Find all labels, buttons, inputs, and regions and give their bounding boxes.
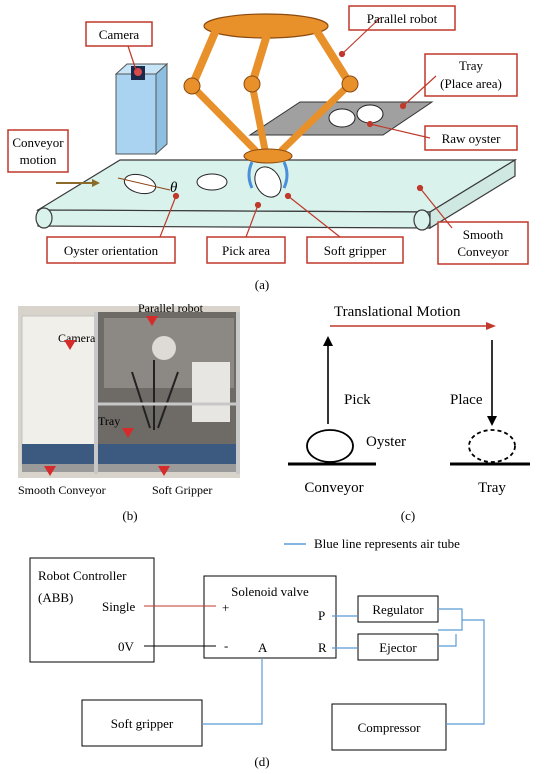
robot-arm bbox=[131, 371, 151, 429]
photo-parallel-robot-label: Parallel robot bbox=[138, 301, 204, 315]
parallel-robot-label-box bbox=[348, 5, 456, 31]
camera-label: Camera bbox=[99, 27, 140, 42]
soft-gripper-label-box bbox=[306, 236, 404, 264]
smooth-conveyor-label-line2: Conveyor bbox=[457, 244, 509, 259]
parallel-robot-graphic bbox=[183, 13, 359, 189]
smooth-conveyor-label-line1: Smooth bbox=[463, 227, 504, 242]
red-arrow-icon bbox=[64, 340, 76, 350]
plus-label: + bbox=[222, 600, 229, 615]
red-arrow-icon bbox=[158, 466, 170, 476]
panel-shape bbox=[192, 362, 230, 422]
arrow-head-icon bbox=[323, 336, 333, 346]
raw-oyster-label: Raw oyster bbox=[442, 131, 502, 146]
place-label: Place bbox=[450, 392, 483, 408]
photo-camera-label: Camera bbox=[58, 331, 96, 345]
smooth-conveyor-label-box bbox=[437, 221, 529, 265]
panel-b: Camera Parallel robot Tray Smooth Convey… bbox=[18, 301, 240, 523]
arrow-head-icon bbox=[92, 179, 100, 187]
robot-base bbox=[152, 336, 176, 360]
photo-smooth-conveyor-label: Smooth Conveyor bbox=[18, 483, 106, 497]
oyster-orientation-label-box bbox=[46, 236, 176, 264]
port-r-label: R bbox=[318, 640, 327, 655]
oyster-shape bbox=[254, 166, 282, 198]
camera-device bbox=[114, 62, 169, 156]
tray-label-line1: Tray bbox=[459, 58, 484, 73]
compressor-label: Compressor bbox=[358, 720, 422, 735]
minus-label: - bbox=[224, 638, 228, 653]
conveyor-photo bbox=[22, 444, 238, 464]
raw-oyster-label-box bbox=[424, 125, 518, 151]
oyster-shape bbox=[356, 104, 384, 124]
oyster-shape bbox=[306, 429, 354, 463]
tray-label-box bbox=[424, 53, 518, 97]
regulator-label: Regulator bbox=[372, 602, 424, 617]
tray-label-line2: (Place area) bbox=[440, 76, 502, 91]
placed-oyster-shape bbox=[468, 429, 516, 463]
legend-label: Blue line represents air tube bbox=[314, 536, 460, 551]
soft-gripper-box bbox=[81, 699, 203, 747]
conveyor-label: Conveyor bbox=[304, 480, 363, 496]
conveyor-frame bbox=[22, 464, 238, 472]
oyster-label: Oyster bbox=[366, 434, 406, 450]
red-arrow-icon bbox=[146, 316, 158, 326]
caption-d: (d) bbox=[254, 754, 269, 769]
camera-label-box bbox=[85, 21, 153, 47]
zero-v-label: 0V bbox=[118, 639, 135, 654]
robot-controller-box bbox=[29, 557, 155, 663]
caption-a: (a) bbox=[255, 277, 269, 292]
photo-tray-label: Tray bbox=[98, 414, 120, 428]
caption-b: (b) bbox=[122, 508, 137, 523]
pick-area-label: Pick area bbox=[222, 243, 270, 258]
robot-controller-label-line2: (ABB) bbox=[38, 590, 73, 605]
camera-cabinet-shape bbox=[21, 315, 99, 467]
conveyor-motion-label-box bbox=[7, 129, 69, 173]
arrow-head-icon bbox=[486, 322, 496, 330]
orientation-line bbox=[117, 177, 171, 191]
port-p-label: P bbox=[318, 608, 325, 623]
arrow-head-icon bbox=[487, 416, 497, 426]
caption-c: (c) bbox=[401, 508, 415, 523]
robot-arm bbox=[157, 371, 179, 429]
translational-motion-label: Translational Motion bbox=[334, 304, 461, 320]
oyster-shape bbox=[196, 173, 228, 191]
conveyor-motion-label-line2: motion bbox=[20, 152, 57, 167]
regulator-box bbox=[357, 595, 439, 623]
red-arrow-icon bbox=[122, 428, 134, 438]
panel-c: Translational Motion Pick Place Oyster C… bbox=[288, 304, 530, 523]
photo-soft-gripper-label: Soft Gripper bbox=[152, 483, 212, 497]
tray-label: Tray bbox=[478, 480, 506, 496]
conveyor-motion-label-line1: Conveyor bbox=[12, 135, 64, 150]
red-arrow-icon bbox=[44, 466, 56, 476]
solenoid-valve-label: Solenoid valve bbox=[231, 584, 309, 599]
single-label: Single bbox=[102, 599, 135, 614]
port-a-label: A bbox=[258, 640, 268, 655]
air-tubes bbox=[202, 608, 485, 725]
compressor-box bbox=[331, 703, 447, 751]
soft-gripper-box-label: Soft gripper bbox=[111, 716, 174, 731]
soft-gripper-label: Soft gripper bbox=[324, 243, 387, 258]
parallel-robot-label: Parallel robot bbox=[367, 11, 438, 26]
robot-controller-label-line1: Robot Controller bbox=[38, 568, 127, 583]
oyster-orientation-label: Oyster orientation bbox=[64, 243, 159, 258]
panel-d: Blue line represents air tube Robot Cont… bbox=[29, 536, 485, 769]
oyster-shape bbox=[328, 108, 356, 128]
theta-symbol: θ bbox=[170, 180, 178, 196]
solenoid-valve-box bbox=[203, 575, 337, 659]
ejector-box bbox=[357, 633, 439, 661]
panel-a: θ bbox=[7, 5, 529, 292]
pick-label: Pick bbox=[344, 392, 371, 408]
ejector-label: Ejector bbox=[379, 640, 417, 655]
